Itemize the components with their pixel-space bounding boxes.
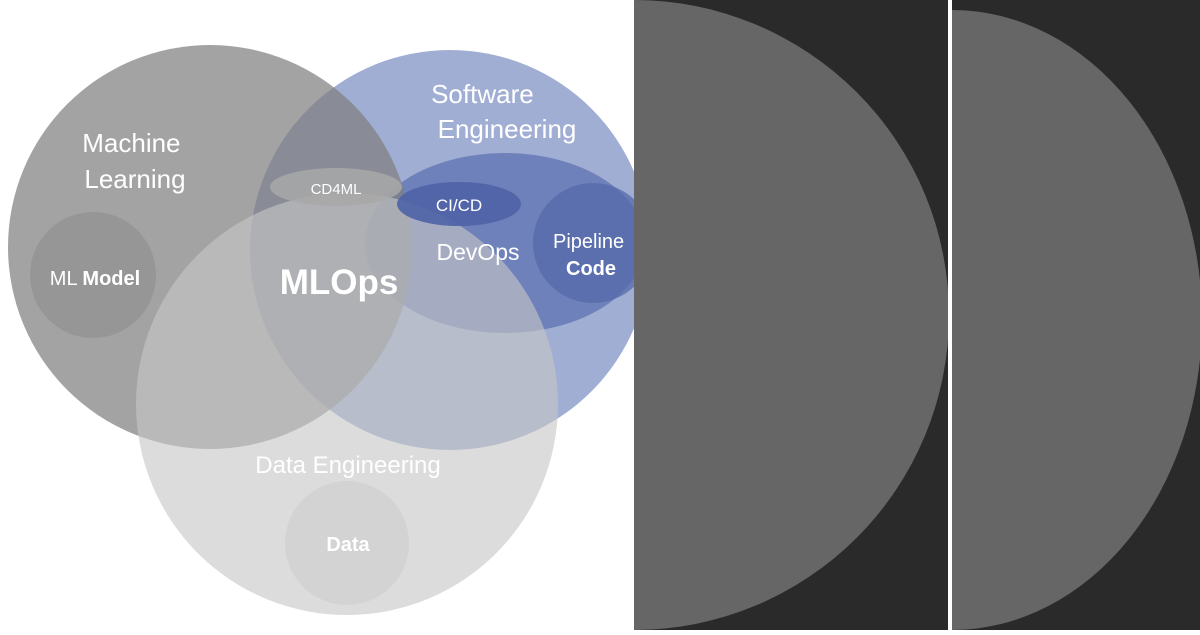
software-engineering-label-line2: Engineering <box>438 114 577 144</box>
pipeline-code-label: Pipeline Code <box>553 231 630 280</box>
mlops-label: MLOps <box>280 263 399 302</box>
data-label: Data <box>326 534 370 556</box>
machine-learning-label-line2: Learning <box>84 164 185 194</box>
half-circle-shape-1 <box>634 0 949 630</box>
devops-label: DevOps <box>436 239 519 265</box>
data-engineering-circle <box>136 193 558 615</box>
ml-model-label-bold: Model <box>82 268 140 290</box>
half-circle-shape-2 <box>952 10 1200 630</box>
ml-model-label-prefix: ML <box>50 268 83 290</box>
right-panels <box>634 0 1200 630</box>
cd4ml-label: CD4ML <box>311 181 362 198</box>
data-engineering-label: Data Engineering <box>255 452 440 479</box>
right-panels-shapes <box>634 0 1200 630</box>
cd4ml-ellipse <box>270 168 402 206</box>
cicd-label: CI/CD <box>436 196 482 215</box>
panel-divider <box>948 0 952 630</box>
ml-model-circle <box>30 212 156 338</box>
mlops-venn-diagram: Machine Learning Software Engineering ML… <box>8 45 634 615</box>
ml-model-label: ML Model <box>50 268 140 290</box>
pipeline-code-label-line2: Code <box>566 258 616 280</box>
software-engineering-label: Software Engineering <box>431 79 576 144</box>
pipeline-code-label-line1: Pipeline <box>553 231 624 253</box>
software-engineering-label-line1: Software <box>431 79 534 109</box>
cicd-ellipse <box>397 182 521 226</box>
machine-learning-label-line1: Machine <box>82 128 180 158</box>
data-circle <box>285 481 409 605</box>
pipeline-code-circle <box>533 183 634 303</box>
machine-learning-label: Machine Learning <box>82 128 188 194</box>
